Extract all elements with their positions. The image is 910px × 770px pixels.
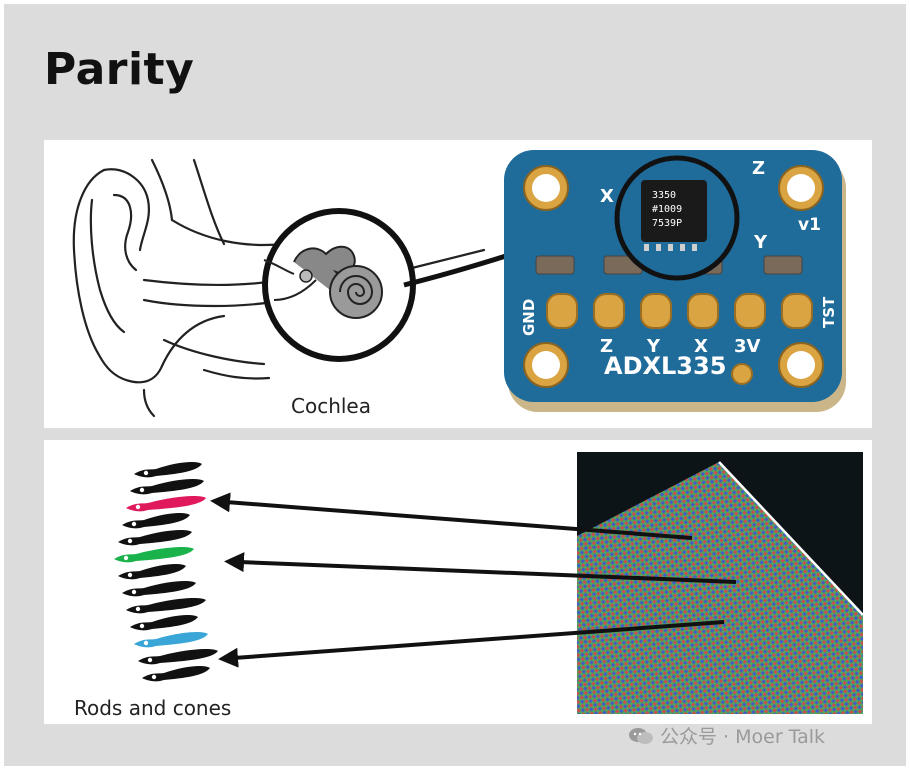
pin-label-x: X — [694, 336, 708, 357]
photoreceptor-cell — [130, 614, 198, 631]
photoreceptor-cell — [118, 563, 186, 580]
rods-cones-illustration — [114, 452, 864, 714]
photoreceptor-cell — [138, 648, 218, 665]
ear-drawing — [72, 158, 486, 418]
board-version-label: v1 — [798, 215, 821, 235]
photoreceptor-cell — [134, 461, 202, 478]
photoreceptor-cells — [114, 461, 218, 682]
photoreceptor-cell — [126, 495, 206, 512]
pin-label-z: Z — [600, 336, 613, 357]
photoreceptor-cell — [126, 597, 206, 614]
photoreceptor-cell — [122, 512, 190, 529]
watermark-text: 公众号 · Moer Talk — [660, 726, 826, 748]
chip-marking-3: 7539P — [652, 218, 682, 229]
cochlea-caption: Cochlea — [291, 394, 371, 418]
watermark: 公众号 · Moer Talk — [628, 722, 825, 749]
pin-label-3v: 3V — [734, 336, 761, 357]
rods-cones-caption: Rods and cones — [74, 696, 232, 720]
board-name-label: ADXL335 — [604, 352, 726, 380]
sensor-photo — [577, 452, 864, 714]
chip-marking-2: #1009 — [652, 204, 682, 215]
photoreceptor-cell — [122, 580, 196, 597]
cochlea-illustration: 3350 #1009 7539P ADXL335 v1 X Y Z GND Z … — [72, 150, 846, 418]
photoreceptor-cell — [134, 631, 208, 648]
adxl335-board — [504, 150, 846, 412]
axis-label-y: Y — [753, 232, 768, 253]
axis-label-x: X — [600, 186, 614, 207]
photoreceptor-cell — [114, 546, 194, 563]
chip-marking-1: 3350 — [652, 190, 676, 201]
photoreceptor-cell — [118, 529, 192, 546]
rods-cones-panel: Rods and cones — [44, 440, 872, 724]
pin-label-gnd: GND — [520, 299, 538, 336]
slide-title: Parity — [44, 44, 195, 95]
photoreceptor-cell — [130, 478, 204, 495]
cochlea-panel: 3350 #1009 7539P ADXL335 v1 X Y Z GND Z … — [44, 140, 872, 428]
pin-label-tst: TST — [820, 296, 838, 328]
slide: Parity — [4, 4, 906, 766]
pin-label-y: Y — [646, 336, 661, 357]
photoreceptor-cell — [142, 665, 210, 682]
axis-label-z: Z — [752, 158, 765, 179]
pointer-arrows — [210, 492, 737, 668]
wechat-icon — [629, 727, 653, 744]
cochlea-icon — [263, 245, 383, 319]
